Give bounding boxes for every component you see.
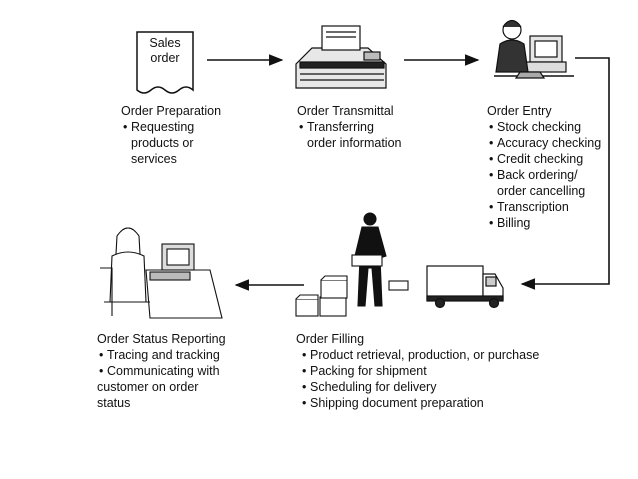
stage-item-list: •Stock checking •Accuracy checking •Cred… <box>487 119 601 231</box>
item-line: order information <box>307 136 402 150</box>
bullet: • <box>302 364 307 378</box>
sales-order-label-line-2: order <box>150 51 180 65</box>
stage-item: •Packing for shipment <box>300 363 539 379</box>
stage-item-list: •Product retrieval, production, or purch… <box>296 347 539 411</box>
stage-title: Order Filling <box>296 332 365 346</box>
bullet: • <box>489 136 494 150</box>
bullet: • <box>489 120 494 134</box>
stage-item: •Accuracy checking <box>487 135 601 151</box>
item-line: services <box>131 152 177 166</box>
item-line: Tracing and tracking <box>107 348 220 362</box>
bullet: • <box>299 120 304 134</box>
stage-order-preparation: Order Preparation •Requesting products o… <box>121 103 221 167</box>
stage-item-continued: products or <box>121 135 221 151</box>
item-line: order cancelling <box>497 184 586 198</box>
stage-item: •Requesting <box>121 119 221 135</box>
sales-order-document-icon <box>136 31 194 94</box>
sales-order-label: Sales order <box>135 36 195 66</box>
operator-at-computer-icon <box>494 19 574 79</box>
bullet: • <box>489 168 494 182</box>
stage-item: •Communicating with <box>97 363 226 379</box>
item-line: Requesting <box>131 120 195 134</box>
item-line: Communicating with <box>107 364 220 378</box>
bullet: • <box>302 380 307 394</box>
sales-order-label-line-1: Sales <box>149 36 181 50</box>
person-at-computer-icon <box>100 227 223 319</box>
stage-item-continued: order cancelling <box>487 183 601 199</box>
stage-item: •Back ordering/ <box>487 167 601 183</box>
item-line: Back ordering/ <box>497 168 578 182</box>
arrow-entry-to-filling <box>520 57 610 290</box>
worker-carrying-box-icon <box>295 212 409 317</box>
item-line: customer on order <box>97 380 199 394</box>
stage-item: •Scheduling for delivery <box>300 379 539 395</box>
item-line: Packing for shipment <box>310 364 427 378</box>
stage-item: •Stock checking <box>487 119 601 135</box>
stage-item: •Transcription <box>487 199 601 215</box>
bullet: • <box>302 396 307 410</box>
stage-title: Order Entry <box>487 104 552 118</box>
bullet: • <box>302 348 307 362</box>
stage-order-entry: Order Entry •Stock checking •Accuracy ch… <box>487 103 601 231</box>
stage-title: Order Status Reporting <box>97 332 226 346</box>
fax-printer-icon <box>295 25 387 89</box>
item-line: Transferring <box>307 120 374 134</box>
stage-item-continued: customer on order <box>97 379 226 395</box>
item-line: Scheduling for delivery <box>310 380 437 394</box>
stage-item: •Shipping document preparation <box>300 395 539 411</box>
bullet: • <box>489 200 494 214</box>
bullet: • <box>489 216 494 230</box>
bullet: • <box>99 348 104 362</box>
item-line: Product retrieval, production, or purcha… <box>310 348 540 362</box>
stage-item-list: •Requesting products or services <box>121 119 221 167</box>
item-line: Transcription <box>497 200 569 214</box>
item-line: Accuracy checking <box>497 136 602 150</box>
bullet: • <box>489 152 494 166</box>
stage-item-list: •Transferring order information <box>297 119 402 151</box>
stage-item: •Product retrieval, production, or purch… <box>300 347 539 363</box>
item-line: products or <box>131 136 194 150</box>
stage-item-continued: services <box>121 151 221 167</box>
stage-order-filling: Order Filling •Product retrieval, produc… <box>296 331 539 411</box>
stage-item-continued: order information <box>297 135 402 151</box>
stage-title: Order Transmittal <box>297 104 394 118</box>
stage-order-transmittal: Order Transmittal •Transferring order in… <box>297 103 402 151</box>
item-line: status <box>97 396 131 410</box>
stage-item: •Tracing and tracking <box>97 347 226 363</box>
item-line: Stock checking <box>497 120 582 134</box>
bullet: • <box>123 120 128 134</box>
item-line: Shipping document preparation <box>310 396 484 410</box>
bullet: • <box>99 364 104 378</box>
stage-item: •Credit checking <box>487 151 601 167</box>
stage-item-continued: status <box>97 395 226 411</box>
stage-item-list: •Tracing and tracking •Communicating wit… <box>97 347 226 411</box>
delivery-truck-icon <box>426 265 504 309</box>
stage-order-status-reporting: Order Status Reporting •Tracing and trac… <box>97 331 226 411</box>
stage-item: •Transferring <box>297 119 402 135</box>
stage-item: •Billing <box>487 215 601 231</box>
item-line: Billing <box>497 216 531 230</box>
item-line: Credit checking <box>497 152 584 166</box>
stage-title: Order Preparation <box>121 104 222 118</box>
